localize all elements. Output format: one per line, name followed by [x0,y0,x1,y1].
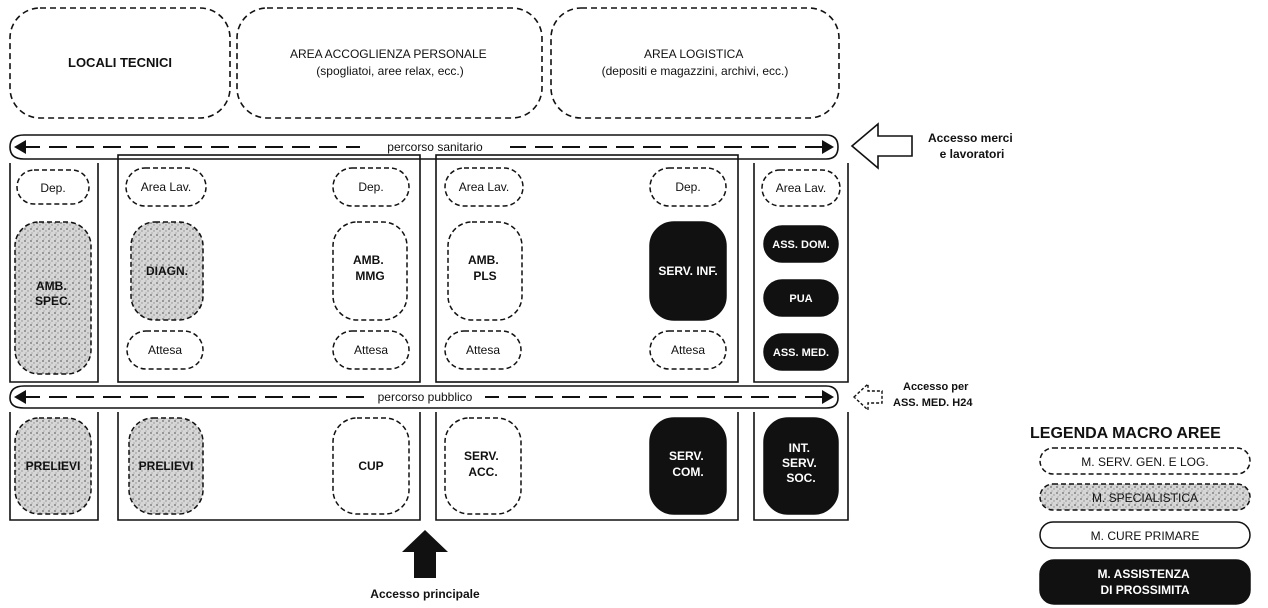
legend-item-cure-primare: M. CURE PRIMARE [1039,521,1251,549]
room-c2-prelievi: PRELIEVI [128,417,204,515]
room-c3-amb-mmg: AMB. MMG [332,221,408,321]
area-accoglienza-label: AREA ACCOGLIENZA PERSONALE (spogliatoi, … [290,47,490,78]
legend-item-serv-gen: M. SERV. GEN. E LOG. [1039,447,1251,475]
accesso-principale-label: Accesso principale [370,587,480,601]
accesso-merci-label: Accesso merci e lavoratori [928,131,1016,161]
legend-item-specialistica: M. SPECIALISTICA [1039,483,1251,511]
room-c4-serv-acc-label: SERV. ACC. [464,449,502,479]
room-c2-area-lav: Area Lav. [125,167,207,207]
area-locali-tecnici-label: LOCALI TECNICI [68,55,172,70]
room-c5-serv-inf: SERV. INF. [649,221,727,321]
room-c4-amb-pls-label: AMB. PLS [468,253,502,283]
room-c5-dep-label: Dep. [675,180,700,194]
room-c6-int-serv-soc-label: INT. SERV. SOC. [782,441,820,485]
room-c4-amb-pls: AMB. PLS [447,221,523,321]
room-c2-attesa-label: Attesa [148,343,182,357]
legend: LEGENDA MACRO AREE M. SERV. GEN. E LOG. … [1030,425,1251,605]
area-accoglienza-personale: AREA ACCOGLIENZA PERSONALE (spogliatoi, … [236,7,543,119]
room-c5-serv-inf-label: SERV. INF. [658,264,717,278]
arrow-right-icon [822,140,834,154]
arrow-left-icon [14,390,26,404]
arrow-left-icon [14,140,26,154]
legend-title: LEGENDA MACRO AREE [1030,425,1221,442]
percorso-sanitario-label: percorso sanitario [387,140,483,154]
room-c6-ass-med-label: ASS. MED. [773,347,829,359]
legend-item-cure-primare-label: M. CURE PRIMARE [1091,529,1200,543]
area-logistica-label: AREA LOGISTICA (depositi e magazzini, ar… [602,47,789,78]
room-c2-prelievi-label: PRELIEVI [139,459,194,473]
accesso-principale: Accesso principale [370,530,480,601]
building-walls [9,154,849,521]
room-c2-attesa: Attesa [126,330,204,370]
percorso-sanitario: percorso sanitario [9,134,839,160]
room-c2-area-lav-label: Area Lav. [141,180,191,194]
room-c6-pua-label: PUA [789,293,812,305]
area-logistica: AREA LOGISTICA (depositi e magazzini, ar… [550,7,840,119]
room-c6-int-serv-soc: INT. SERV. SOC. [763,417,839,515]
legend-item-serv-gen-label: M. SERV. GEN. E LOG. [1081,455,1208,469]
arrow-left-outline-icon [850,122,913,170]
room-c6-pua: PUA [763,279,839,317]
room-c2-diagn-label: DIAGN. [146,264,188,278]
room-c5-attesa: Attesa [649,330,727,370]
room-c3-cup: CUP [332,417,410,515]
room-c4-area-lav-label: Area Lav. [459,180,509,194]
room-c6-ass-dom: ASS. DOM. [763,225,839,263]
room-c3-dep: Dep. [332,167,410,207]
room-c3-attesa: Attesa [332,330,410,370]
room-c5-attesa-label: Attesa [671,343,705,357]
room-c5-serv-com: SERV. COM. [649,417,727,515]
area-locali-tecnici: LOCALI TECNICI [9,7,231,119]
room-c5-serv-com-label: SERV. COM. [669,449,707,479]
accesso-merci: Accesso merci e lavoratori [850,122,1016,170]
room-c1-dep: Dep. [16,169,90,205]
room-c4-attesa-label: Attesa [466,343,500,357]
room-c1-amb-spec: AMB. SPEC. [14,221,92,375]
room-c1-amb-spec-label: AMB. SPEC. [35,279,71,308]
room-c5-dep: Dep. [649,167,727,207]
arrow-up-icon [402,530,448,578]
legend-item-assistenza: M. ASSISTENZA DI PROSSIMITA [1039,559,1251,605]
arrow-left-dashed-icon [852,382,883,412]
room-c4-area-lav: Area Lav. [444,167,524,207]
legend-item-assistenza-label: M. ASSISTENZA DI PROSSIMITA [1097,567,1192,597]
room-c6-ass-med: ASS. MED. [763,333,839,371]
room-c1-dep-label: Dep. [40,181,65,195]
percorso-pubblico-label: percorso pubblico [378,390,473,404]
room-c1-prelievi: PRELIEVI [14,417,92,515]
percorso-pubblico: percorso pubblico [9,385,839,409]
accesso-h24-label: Accesso per ASS. MED. H24 [893,381,973,409]
room-c6-area-lav: Area Lav. [761,169,841,207]
room-c6-ass-dom-label: ASS. DOM. [772,239,829,251]
room-c6-area-lav-label: Area Lav. [776,181,826,195]
room-c3-dep-label: Dep. [358,180,383,194]
arrow-right-icon [822,390,834,404]
room-c4-serv-acc: SERV. ACC. [444,417,522,515]
room-c2-diagn: DIAGN. [130,221,204,321]
accesso-h24: Accesso per ASS. MED. H24 [852,381,973,412]
room-c4-attesa: Attesa [444,330,522,370]
room-c1-prelievi-label: PRELIEVI [26,459,81,473]
room-c3-amb-mmg-label: AMB. MMG [353,253,387,283]
legend-item-specialistica-label: M. SPECIALISTICA [1092,491,1198,505]
room-c3-attesa-label: Attesa [354,343,388,357]
room-c3-cup-label: CUP [358,459,383,473]
